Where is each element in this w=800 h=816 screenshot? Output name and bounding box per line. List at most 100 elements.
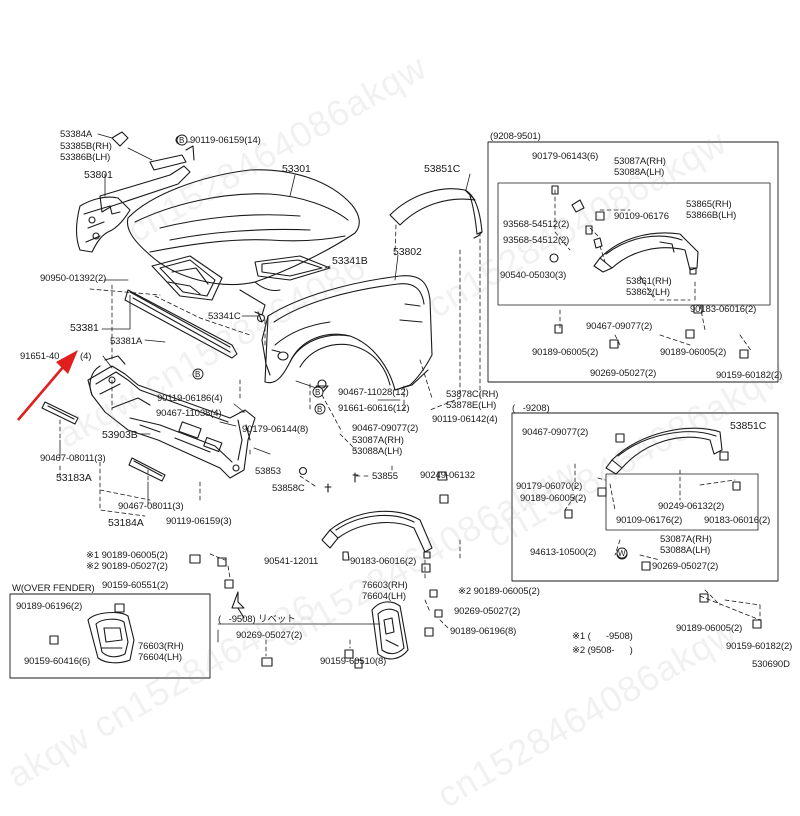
label-br-90179: 90179-06070(2) (516, 481, 583, 492)
label-90119-06186: 90119-06186(4) (157, 393, 223, 404)
label-90119-06159-14: 90119-06159(14) (190, 135, 261, 146)
label-53301: 53301 (282, 163, 311, 175)
label-53858c: 53858C (272, 483, 305, 494)
label-br-53851c: 53851C (730, 420, 767, 432)
mid-bottom-fasteners (189, 554, 443, 669)
label-76603-mid: 76603(RH) 76604(LH) (362, 580, 408, 602)
w-box-title: W(OVER FENDER) (12, 583, 95, 594)
label-53853: 53853 (255, 466, 281, 477)
hood-seal-53381 (124, 289, 238, 359)
label-br-90189-a: 90189-06005(2) (520, 493, 587, 504)
washer-marker (616, 547, 628, 559)
label-53855: 53855 (372, 471, 398, 482)
label-53087a-mid: 53087A(RH) 53088A(LH) (352, 435, 404, 457)
label-90189-06196-8: 90189-06196(8) (450, 626, 517, 637)
mid-box-hardware (298, 466, 449, 573)
label-90467-11028: 90467-11028(12) (338, 387, 409, 398)
label-53903b: 53903B (102, 429, 138, 441)
br-over-fender (605, 427, 729, 475)
label-rivet-90269: 90269-05027(2) (236, 630, 303, 641)
label-91661-60616: 91661-60616(12) (338, 403, 410, 414)
label-tr-90269: 90269-05027(2) (590, 368, 657, 379)
label-w-90189-06196: 90189-06196(2) (16, 601, 83, 612)
w-mudguard (49, 603, 135, 664)
view-arrow-icon (231, 591, 245, 619)
label-tr-90183: 90183-06016(2) (690, 304, 757, 315)
label-53384a: 53384A (60, 129, 93, 140)
bolt-marker (176, 134, 188, 146)
label-tr-90467: 90467-09077(2) (586, 321, 653, 332)
label-53183a: 53183A (56, 472, 92, 484)
label-53851c-top: 53851C (424, 163, 461, 175)
bolt-marker-label: B (317, 405, 323, 414)
label-w-76603: 76603(RH) 76604(LH) (138, 641, 184, 663)
fender-liner-53851c (389, 188, 483, 239)
label-90467-09077-2: 90467-09077(2) (352, 423, 419, 434)
label-br-90269: 90269-05027(2) (652, 561, 719, 572)
label-br-94613: 94613-10500(2) (530, 547, 597, 558)
label-tr-90540: 90540-05030(3) (500, 270, 567, 281)
label-br-90159: 90159-60182(2) (726, 641, 793, 652)
w-over-fender-frame (9, 593, 211, 679)
label-tr-90159: 90159-60182(2) (716, 370, 783, 381)
label-br-90189-b: 90189-06005(2) (676, 623, 743, 634)
washer-marker-label: W (618, 549, 626, 558)
label-90179-06144: 90179-06144(8) (242, 424, 309, 435)
label-90269-05027-mid: 90269-05027(2) (454, 606, 521, 617)
label-br-90467: 90467-09077(2) (522, 427, 589, 438)
label-90119-06142: 90119-06142(4) (432, 414, 498, 425)
label-53381: 53381 (70, 322, 99, 334)
bolt-marker (314, 403, 326, 415)
label-tr-90189-a: 90189-06005(2) (532, 347, 599, 358)
label-tr-53865: 53865(RH) 53866B(LH) (686, 199, 737, 221)
label-note1-90189-06005: ※1 90189-06005(2) (86, 550, 168, 561)
tr-box-title: (9208-9501) (490, 131, 541, 142)
over-fender-53087a-mid (321, 510, 433, 559)
label-br-53087a: 53087A(RH) 53088A(LH) (660, 534, 712, 556)
label-90541-12011: 90541-12011 (264, 556, 319, 567)
note-2: ※2 (9508- ) (572, 645, 633, 656)
label-rivet-90159: 90159-60510(8) (320, 656, 387, 667)
bolt-marker (192, 368, 204, 380)
label-tr-93568-a: 93568-54512(2) (503, 219, 570, 230)
radiator-support-53903b (87, 355, 256, 479)
label-br-90183: 90183-06016(2) (704, 515, 771, 526)
bolt-marker-label: B (195, 370, 201, 379)
label-tr-90109: 90109-06176 (614, 211, 669, 222)
label-53341b: 53341B (332, 255, 368, 267)
brackets-53183a-53184a (41, 401, 166, 482)
label-tr-93568-b: 93568-54512(2) (503, 235, 570, 246)
label-90467-08011-b: 90467-08011(3) (118, 501, 184, 512)
label-53184a: 53184A (108, 517, 144, 529)
label-90183-06016-mid: 90183-06016(2) (350, 556, 417, 567)
top-right-frame (487, 141, 779, 383)
label-note2-90189-06005: ※2 90189-06005(2) (458, 586, 540, 597)
label-90159-60551: 90159-60551(2) (102, 580, 169, 591)
br-box-title: ( -9208) (512, 403, 550, 414)
rivet-title: ( -9508) リベット (218, 614, 296, 625)
label-53801: 53801 (84, 169, 113, 181)
hood-53301 (126, 169, 360, 323)
bottom-right-frame (511, 412, 779, 582)
figure-code: 530690D (752, 659, 790, 670)
label-90950-01392: 90950-01392(2) (40, 273, 107, 284)
tr-hardware (549, 185, 749, 359)
bolt-marker-label: B (179, 136, 185, 145)
label-90119-06159-3: 90119-06159(3) (166, 516, 232, 527)
label-tr-53861: 53861(RH) 53862(LH) (626, 276, 672, 298)
bolt-marker-label: B (315, 388, 321, 397)
label-90249-06132-mid: 90249-06132 (420, 470, 475, 481)
label-tr-90189-b: 90189-06005(2) (660, 347, 727, 358)
fender-53802 (261, 275, 433, 394)
label-91651-qty: (4) (80, 351, 92, 362)
label-91651-40: 91651-40 (20, 351, 60, 362)
mudguard-76603-mid (371, 601, 409, 660)
label-90467-11038: 90467-11038(4) (156, 408, 222, 419)
label-53381a: 53381A (110, 336, 143, 347)
label-tr-53087a: 53087A(RH) 53088A(LH) (614, 156, 666, 178)
label-br-90109: 90109-06176(2) (616, 515, 683, 526)
bolt-marker (312, 386, 324, 398)
red-arrow-icon (17, 350, 78, 421)
hood-hinge-53801 (76, 131, 195, 253)
